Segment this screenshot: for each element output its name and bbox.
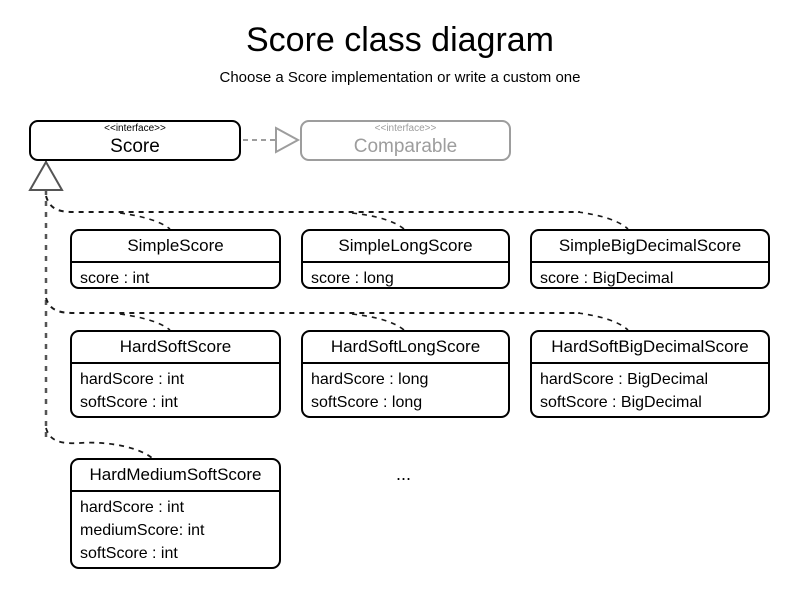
class-attributes: score : int	[72, 263, 279, 287]
class-attributes: score : BigDecimal	[532, 263, 768, 287]
attribute: hardScore : int	[80, 499, 185, 516]
attribute: hardScore : BigDecimal	[540, 371, 709, 388]
edge-score-implements-comparable	[243, 126, 301, 154]
attribute: score : BigDecimal	[540, 270, 674, 287]
class-attributes: hardScore : int mediumScore: int softSco…	[72, 492, 279, 567]
class-name: HardSoftScore	[72, 332, 279, 364]
more-classes-ellipsis: ...	[396, 464, 412, 484]
node-hard-soft-score[interactable]: HardSoftScore hardScore : int softScore …	[70, 330, 281, 418]
class-name: SimpleScore	[72, 231, 279, 263]
attribute: softScore : int	[80, 394, 178, 411]
attribute: score : long	[311, 270, 394, 287]
page-subtitle: Choose a Score implementation or write a…	[219, 69, 581, 86]
class-attributes: score : long	[303, 263, 508, 287]
node-simple-score[interactable]: SimpleScore score : int	[70, 229, 281, 289]
edge-generalization-row1	[45, 195, 629, 230]
class-name: SimpleBigDecimalScore	[532, 231, 768, 263]
edge-generalization-row2	[45, 297, 629, 331]
node-hard-soft-long-score[interactable]: HardSoftLongScore hardScore : long softS…	[301, 330, 510, 418]
class-attributes: hardScore : BigDecimal softScore : BigDe…	[532, 364, 768, 416]
node-simple-big-decimal-score[interactable]: SimpleBigDecimalScore score : BigDecimal	[530, 229, 770, 289]
attribute: hardScore : long	[311, 371, 429, 388]
class-attributes: hardScore : long softScore : long	[303, 364, 508, 416]
score-stereotype: <<interface>>	[104, 123, 166, 134]
node-simple-long-score[interactable]: SimpleLongScore score : long	[301, 229, 510, 289]
class-name: HardMediumSoftScore	[72, 460, 279, 492]
node-hard-medium-soft-score[interactable]: HardMediumSoftScore hardScore : int medi…	[70, 458, 281, 569]
attribute: softScore : int	[80, 545, 178, 562]
node-hard-soft-big-decimal-score[interactable]: HardSoftBigDecimalScore hardScore : BigD…	[530, 330, 770, 418]
attribute: mediumScore: int	[80, 522, 205, 539]
class-name: HardSoftLongScore	[303, 332, 508, 364]
edge-generalization-trunk	[28, 159, 64, 440]
class-name: SimpleLongScore	[303, 231, 508, 263]
node-score[interactable]: <<interface>> Score	[29, 120, 241, 161]
attribute: hardScore : int	[80, 371, 185, 388]
edge-generalization-row3	[45, 427, 153, 459]
comparable-stereotype: <<interface>>	[374, 123, 437, 134]
score-name: Score	[110, 136, 160, 157]
attribute: softScore : long	[311, 394, 423, 411]
class-name: HardSoftBigDecimalScore	[532, 332, 768, 364]
node-comparable[interactable]: <<interface>> Comparable	[300, 120, 511, 161]
class-attributes: hardScore : int softScore : int	[72, 364, 279, 416]
attribute: softScore : BigDecimal	[540, 394, 702, 411]
page-title: Score class diagram	[245, 21, 554, 59]
attribute: score : int	[80, 270, 150, 287]
comparable-name: Comparable	[353, 136, 458, 157]
